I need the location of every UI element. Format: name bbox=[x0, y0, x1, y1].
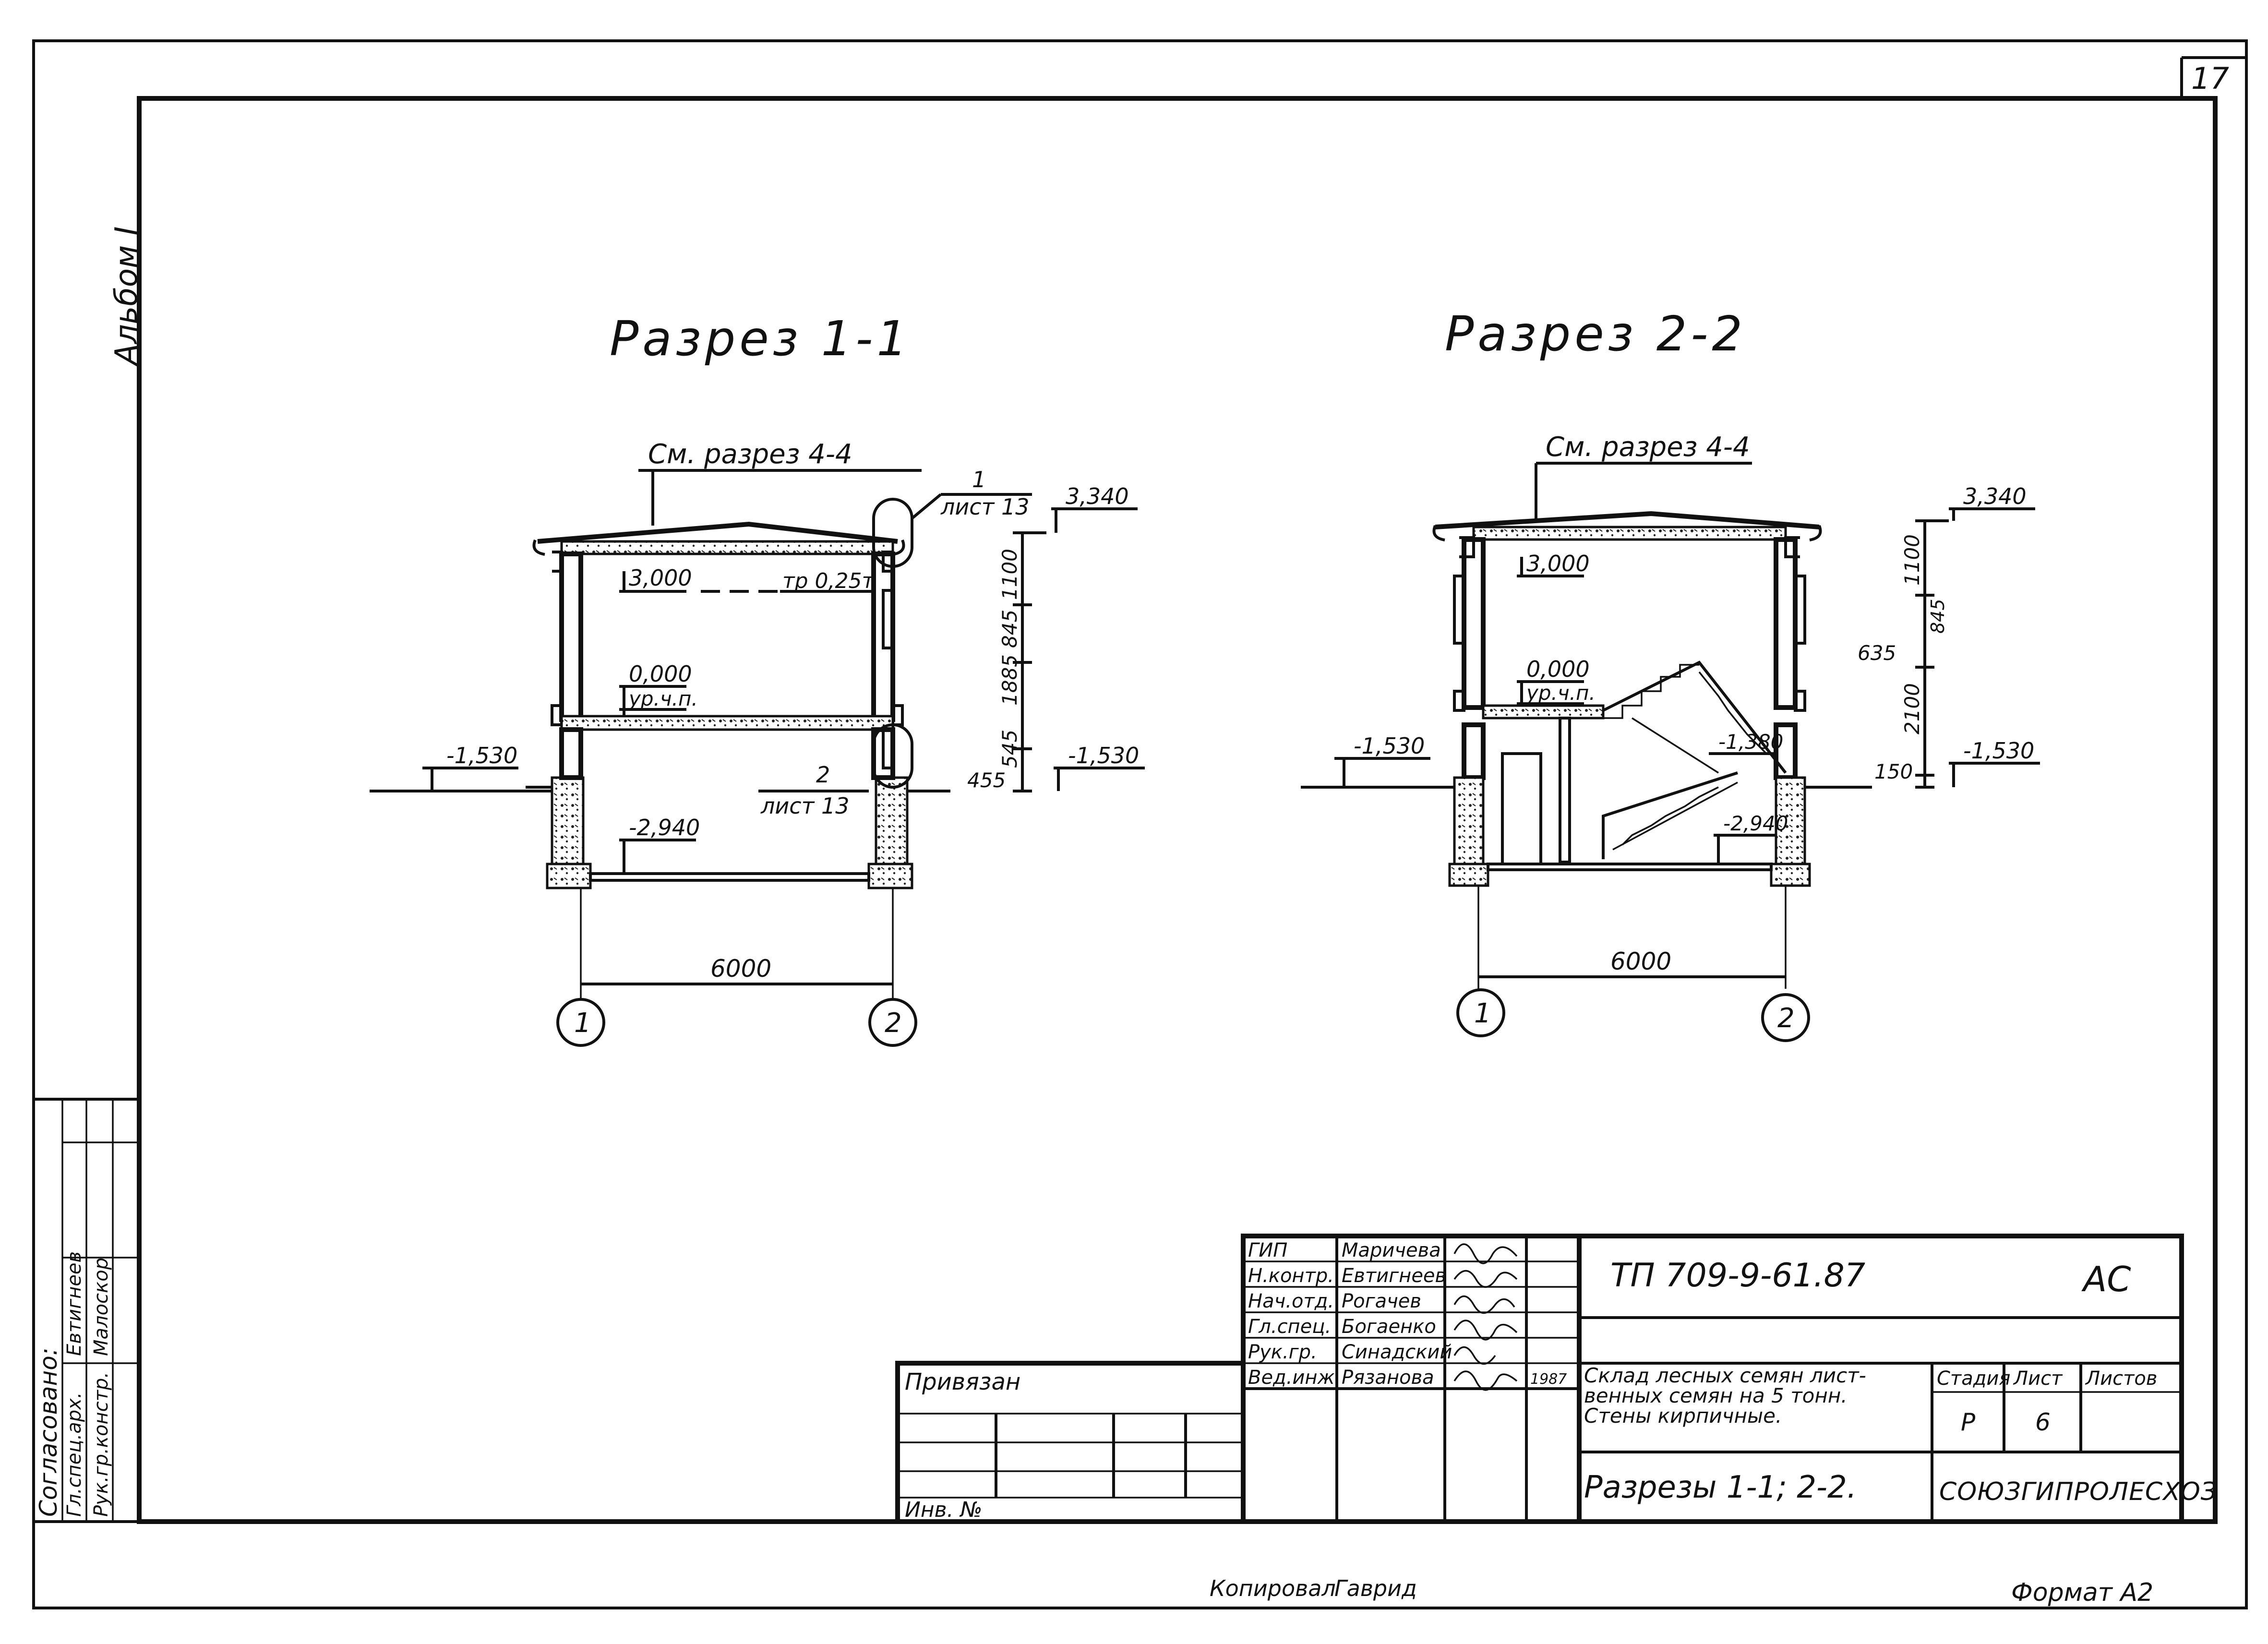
sheets-label: Листов bbox=[2085, 1368, 2157, 1390]
section2-title: Разрез 2-2 bbox=[1445, 306, 1746, 362]
section1-elev-left: -1,530 bbox=[446, 743, 517, 768]
approval-name-2: Малоскор bbox=[90, 1258, 112, 1356]
sheet-frame bbox=[32, 39, 2248, 1609]
section1-title: Разрез 1-1 bbox=[610, 311, 911, 367]
staff-name-3: Рогачев bbox=[1342, 1290, 1421, 1312]
organization: СОЮЗГИПРОЛЕСХОЗ bbox=[1939, 1477, 2217, 1506]
section2-elev-floor: 0,000 bbox=[1526, 656, 1590, 682]
section1-span: 6000 bbox=[710, 955, 771, 983]
staff-role-6: Вед.инж. bbox=[1248, 1367, 1341, 1389]
section2-elev-landing: -1,380 bbox=[1718, 730, 1783, 754]
approval-role-2: Рук.гр.констр. bbox=[90, 1372, 112, 1517]
section-2-2: Разрез 2-2 См. разрез 4-4 bbox=[1301, 306, 2040, 1042]
staff-name-4: Богаенко bbox=[1342, 1316, 1436, 1338]
approval-name-1: Евтигнеев bbox=[63, 1251, 85, 1356]
sheet-number: 17 bbox=[2191, 61, 2229, 96]
staff-name-2: Евтигнеев bbox=[1342, 1265, 1446, 1287]
object-line-3: Стены кирпичные. bbox=[1584, 1404, 1782, 1428]
approval-stamp bbox=[32, 1098, 141, 1523]
sheet-label: Лист bbox=[2013, 1368, 2063, 1390]
format-label: Формат А2 bbox=[2011, 1578, 2153, 1607]
stage-value: Р bbox=[1961, 1408, 1976, 1436]
section1-elev-ceiling: 3,000 bbox=[629, 565, 692, 591]
section1-callout1-num: 1 bbox=[972, 467, 986, 492]
section1-elev-right: -1,530 bbox=[1068, 743, 1139, 768]
staff-role-4: Гл.спец. bbox=[1248, 1316, 1331, 1338]
object-line-1: Склад лесных семян лист- bbox=[1584, 1364, 1866, 1387]
object-line-2: венных семян на 5 тонн. bbox=[1584, 1384, 1848, 1407]
sheet-title: Разрезы 1-1; 2-2. bbox=[1584, 1470, 1857, 1505]
doc-mark: АС bbox=[2081, 1259, 2131, 1299]
section2-dim-2: 845 bbox=[1927, 599, 1948, 634]
section1-elev-top: 3,340 bbox=[1066, 483, 1129, 509]
section2-floor-label: ур.ч.п. bbox=[1525, 681, 1596, 705]
section1-dim-2: 845 bbox=[998, 610, 1021, 648]
staff-name-6: Рязанова bbox=[1342, 1367, 1434, 1389]
bound-label: Привязан bbox=[905, 1368, 1020, 1395]
staff-role-2: Н.контр. bbox=[1248, 1265, 1334, 1287]
section1-see-ref: См. разрез 4-4 bbox=[648, 439, 852, 470]
section1-callout2-sheet: лист 13 bbox=[760, 793, 850, 819]
section1-floor-label: ур.ч.п. bbox=[628, 687, 698, 710]
section2-axis-b: 2 bbox=[1777, 1003, 1795, 1034]
staff-role-5: Рук.гр. bbox=[1248, 1341, 1317, 1363]
sheet-value: 6 bbox=[2035, 1408, 2051, 1436]
section2-dim-1: 1100 bbox=[1900, 534, 1924, 586]
section1-axis-a: 1 bbox=[574, 1008, 591, 1039]
section1-crane-note: тр 0,25т bbox=[782, 569, 875, 593]
section2-span: 6000 bbox=[1610, 948, 1671, 975]
section1-callout2-num: 2 bbox=[816, 762, 830, 788]
staff-name-5: Синадский bbox=[1342, 1341, 1452, 1363]
section2-dim-3: 635 bbox=[1858, 641, 1896, 665]
section2-elev-left: -1,530 bbox=[1354, 733, 1425, 759]
inv-label: Инв. № bbox=[905, 1498, 982, 1522]
staff-role-3: Нач.отд. bbox=[1248, 1290, 1334, 1312]
section1-dim-1: 1100 bbox=[998, 549, 1021, 600]
section1-callout1-sheet: лист 13 bbox=[940, 494, 1030, 520]
staff-role-1: ГИП bbox=[1248, 1239, 1287, 1261]
section2-dim-4: 2100 bbox=[1900, 683, 1924, 734]
section1-dim-5: 455 bbox=[967, 768, 1006, 792]
section2-elev-right: -1,530 bbox=[1963, 738, 2034, 764]
staff-name-1: Маричева bbox=[1342, 1239, 1441, 1261]
doc-code: ТП 709-9-61.87 bbox=[1610, 1257, 1865, 1295]
section1-elev-basement: -2,940 bbox=[629, 815, 700, 840]
section1-axis-b: 2 bbox=[885, 1008, 902, 1039]
section2-see-ref: См. разрез 4-4 bbox=[1546, 432, 1750, 463]
section2-elev-top: 3,340 bbox=[1963, 483, 2027, 509]
section-1-1: Разрез 1-1 См. разрез 4-4 1 bbox=[370, 311, 1145, 1047]
stage-label: Стадия bbox=[1937, 1368, 2010, 1390]
album-label: Альбом I bbox=[109, 226, 144, 367]
section2-elev-ceiling: 3,000 bbox=[1526, 551, 1590, 576]
signatures bbox=[1453, 1243, 1518, 1391]
section1-elev-floor: 0,000 bbox=[629, 661, 692, 687]
section1-dim-3: 1885 bbox=[998, 654, 1021, 706]
title-block bbox=[895, 1234, 2184, 1524]
section1-dim-4: 545 bbox=[998, 730, 1021, 768]
section2-axis-a: 1 bbox=[1474, 998, 1491, 1029]
copied-by-label: Копировал bbox=[1210, 1575, 1336, 1601]
section2-dim-5: 150 bbox=[1874, 760, 1913, 783]
approval-role-1: Гл.спец.арх. bbox=[63, 1392, 85, 1517]
copied-by-name: Гаврид bbox=[1334, 1575, 1417, 1601]
title-year: 1987 bbox=[1530, 1371, 1567, 1388]
section2-elev-basement: -2,940 bbox=[1723, 812, 1788, 835]
approval-header: Согласовано: bbox=[35, 1347, 62, 1517]
